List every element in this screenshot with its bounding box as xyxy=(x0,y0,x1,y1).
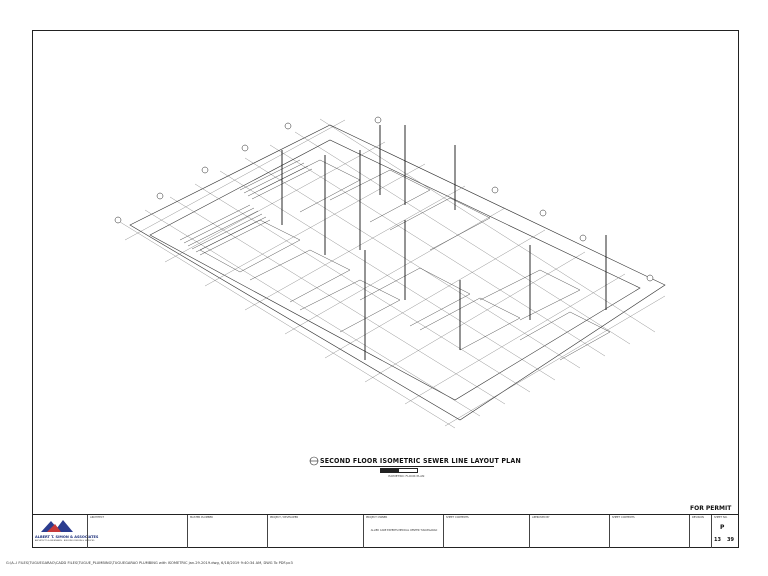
scale-bar xyxy=(380,468,418,473)
sheet-letter: P xyxy=(720,524,725,531)
tb-project-developer: PROJECT / DEVELOPER xyxy=(267,515,363,548)
firm-logo xyxy=(41,520,73,532)
sheet-total: 39 xyxy=(727,537,734,543)
firm-logo-cell: ALBERT T. SIMON & ASSOCIATES ARCHITECTS … xyxy=(33,515,98,548)
inner-outline xyxy=(149,139,641,401)
building-outline xyxy=(129,124,666,421)
title-underline xyxy=(320,466,494,467)
title-block: ALBERT T. SIMON & ASSOCIATES ARCHITECTS … xyxy=(33,514,738,548)
drawing-title: SECOND FLOOR ISOMETRIC SEWER LINE LAYOUT… xyxy=(320,457,521,465)
firm-subtitle: ARCHITECTS & ENGINEERS · BUILDING DESIGN… xyxy=(35,540,95,542)
project-owner-name: ALLIED CARE EXPERTS MEDICAL CENTER TUGUE… xyxy=(370,529,438,532)
firm-name: ALBERT T. SIMON & ASSOCIATES xyxy=(35,535,99,539)
scale-note: ISOMETRIC FLOOR PLAN xyxy=(388,474,425,478)
file-path-footer: G:\A--I FILES\TUGUEGARAO\CADD FILES\TUGU… xyxy=(6,561,293,565)
tb-architect: ARCHITECT xyxy=(87,515,187,548)
tb-sheet-contents-2: SHEET CONTENTS xyxy=(609,515,689,548)
tb-sheet-contents: SHEET CONTENTS xyxy=(443,515,529,548)
sheet-index: 13 xyxy=(714,537,721,543)
tb-approved-by: APPROVED BY xyxy=(529,515,609,548)
tb-project-owner: PROJECT OWNER ALLIED CARE EXPERTS MEDICA… xyxy=(363,515,443,548)
tb-sheet-no: SHEET NO. P 13 39 xyxy=(711,515,738,548)
drawing-sheet xyxy=(32,30,739,548)
tb-master-plumber: MASTER PLUMBER xyxy=(187,515,267,548)
permit-status: FOR PERMIT xyxy=(690,505,732,512)
tb-revision: REVISION xyxy=(689,515,711,548)
